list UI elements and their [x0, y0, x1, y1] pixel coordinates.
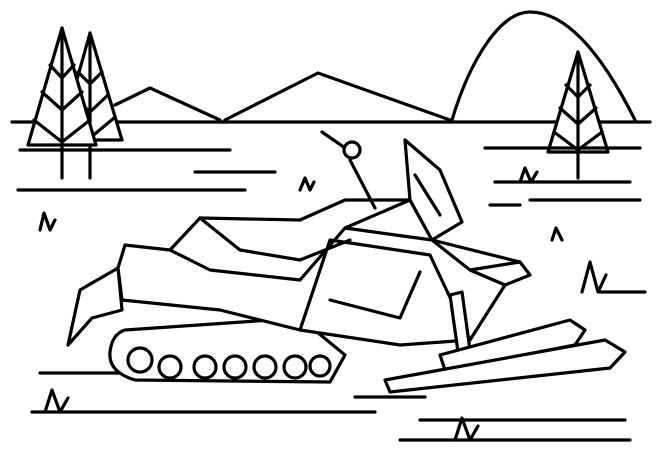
- handlebar-grip: [342, 140, 362, 160]
- pine-tree-right: [546, 50, 610, 180]
- ski-back: [438, 318, 587, 372]
- rear-flap: [66, 266, 124, 347]
- snow-ground-lines: [16, 146, 647, 442]
- snowmobile: [66, 130, 627, 394]
- mountains: [113, 10, 637, 122]
- pine-tree-left-front: [26, 26, 98, 180]
- windshield: [403, 138, 464, 242]
- ski-front: [383, 338, 627, 394]
- body: [116, 198, 532, 347]
- grass-tufts: [38, 166, 608, 442]
- track: [108, 316, 347, 384]
